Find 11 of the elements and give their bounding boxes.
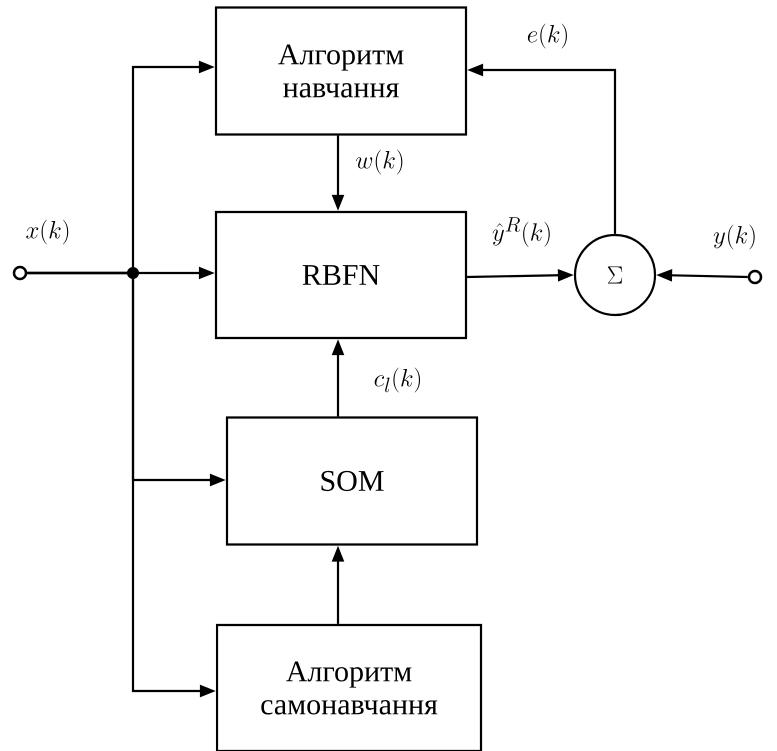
signal-label: $e(k)$ <box>528 24 567 48</box>
process-box: Алгоритм навчання <box>214 6 468 136</box>
signal-label: $\hat{y}^{R}(k)$ <box>492 217 550 247</box>
process-box: SOM <box>226 416 478 546</box>
process-box: RBFN <box>214 210 468 340</box>
signal-label: $x(k)$ <box>26 220 68 244</box>
summing-junction: $\Sigma$ <box>574 234 656 316</box>
signal-label: $c_{l}(k)$ <box>374 368 420 392</box>
signal-label: $y(k)$ <box>714 224 755 250</box>
signal-label: $w(k)$ <box>356 150 402 174</box>
process-box: Алгоритм самонавчання <box>216 624 482 751</box>
